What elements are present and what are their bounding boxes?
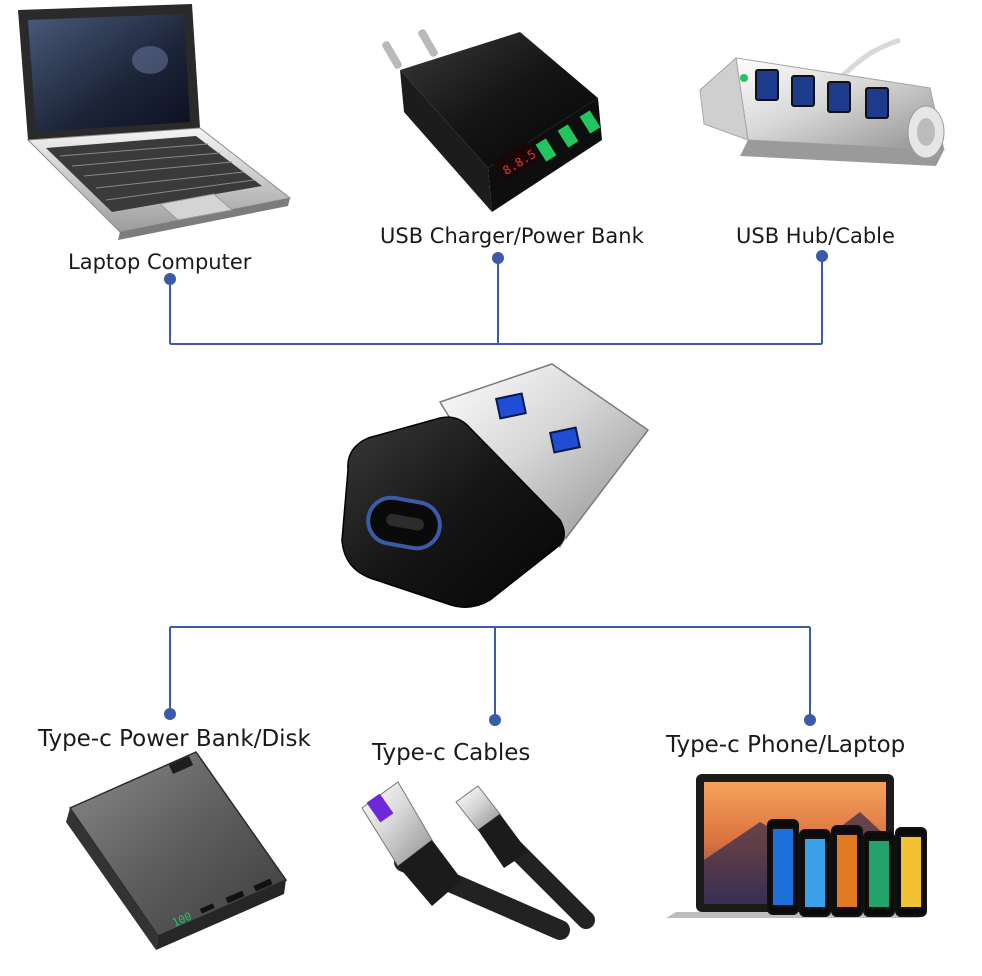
label-laptop-computer: Laptop Computer xyxy=(68,250,252,274)
connector-dot xyxy=(816,250,828,262)
usb-hub-icon xyxy=(699,37,945,166)
connector-dots-top xyxy=(164,250,828,285)
connector-dots-bottom xyxy=(164,708,816,726)
label-usb-charger: USB Charger/Power Bank xyxy=(380,224,644,248)
label-usb-hub: USB Hub/Cable xyxy=(736,224,895,248)
power-bank-icon: 100 xyxy=(66,751,288,950)
connector-dot xyxy=(164,708,176,720)
label-typec-phone-laptop: Type-c Phone/Laptop xyxy=(666,732,906,758)
connector-dot xyxy=(492,252,504,264)
connector-lines-bottom xyxy=(169,626,811,720)
connector-dot xyxy=(489,714,501,726)
label-typec-power-bank: Type-c Power Bank/Disk xyxy=(38,726,311,752)
label-typec-cables: Type-c Cables xyxy=(372,740,531,766)
usb-c-adapter-icon[interactable] xyxy=(341,363,650,608)
laptop-icon xyxy=(18,4,292,240)
usb-charger-icon: 8.8.5 xyxy=(382,29,602,212)
connector-dot xyxy=(804,714,816,726)
connector-lines-top xyxy=(169,256,823,345)
usb-c-cable-icon xyxy=(361,781,595,940)
connector-dot xyxy=(164,273,176,285)
phone-laptop-icon xyxy=(666,774,927,918)
